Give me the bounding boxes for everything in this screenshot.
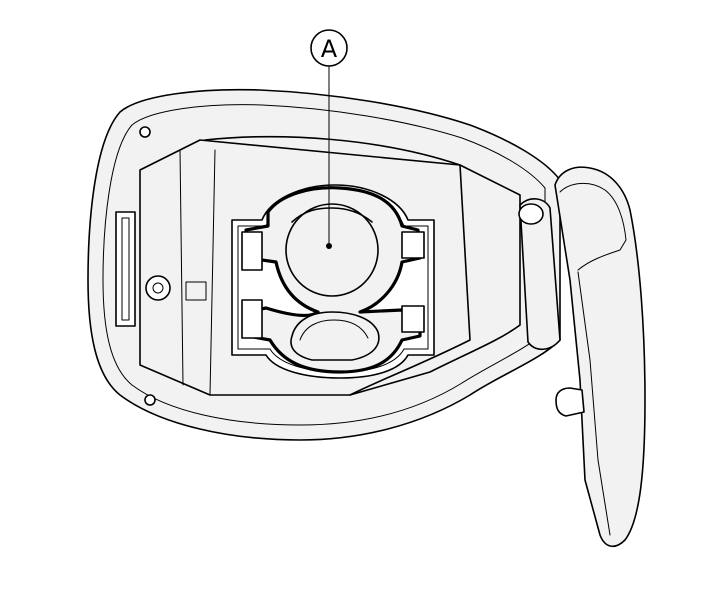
- mount-hole-bottom: [144, 394, 156, 406]
- screw-head: [145, 275, 171, 301]
- upper-socket-rim: [291, 207, 373, 223]
- lower-socket: [290, 311, 380, 361]
- inlet-notch-upper-right: [401, 231, 425, 259]
- callout-target-dot: [326, 243, 332, 249]
- callout-label-a: A: [321, 35, 338, 63]
- charge-port-lid-edge: [577, 271, 611, 536]
- charge-port-lid-bevel: [559, 183, 627, 271]
- port-housing-inner-rim: [102, 104, 546, 426]
- lid-latch-tab: [555, 387, 585, 417]
- left-latch-slot-detail: [121, 217, 130, 321]
- charge-port-lid: [554, 166, 646, 548]
- upper-socket: [285, 203, 379, 297]
- inner-recess-back: [204, 135, 471, 396]
- callout-marker-a: [310, 29, 348, 67]
- mount-hole-top: [139, 126, 151, 138]
- hinge-mount-end: [518, 203, 544, 225]
- inner-recess-edge-left: [179, 149, 184, 386]
- inlet-notch-lower-right: [401, 305, 425, 333]
- inner-recess-floor: [209, 149, 216, 396]
- inlet-notch-lower-left: [241, 299, 263, 339]
- hinge-mount: [519, 198, 561, 351]
- inlet-notch-upper-left: [241, 231, 263, 271]
- left-latch-slot: [115, 211, 136, 327]
- lower-socket-inner: [299, 319, 369, 341]
- screw-bracket: [185, 281, 207, 301]
- screw-center: [152, 282, 164, 294]
